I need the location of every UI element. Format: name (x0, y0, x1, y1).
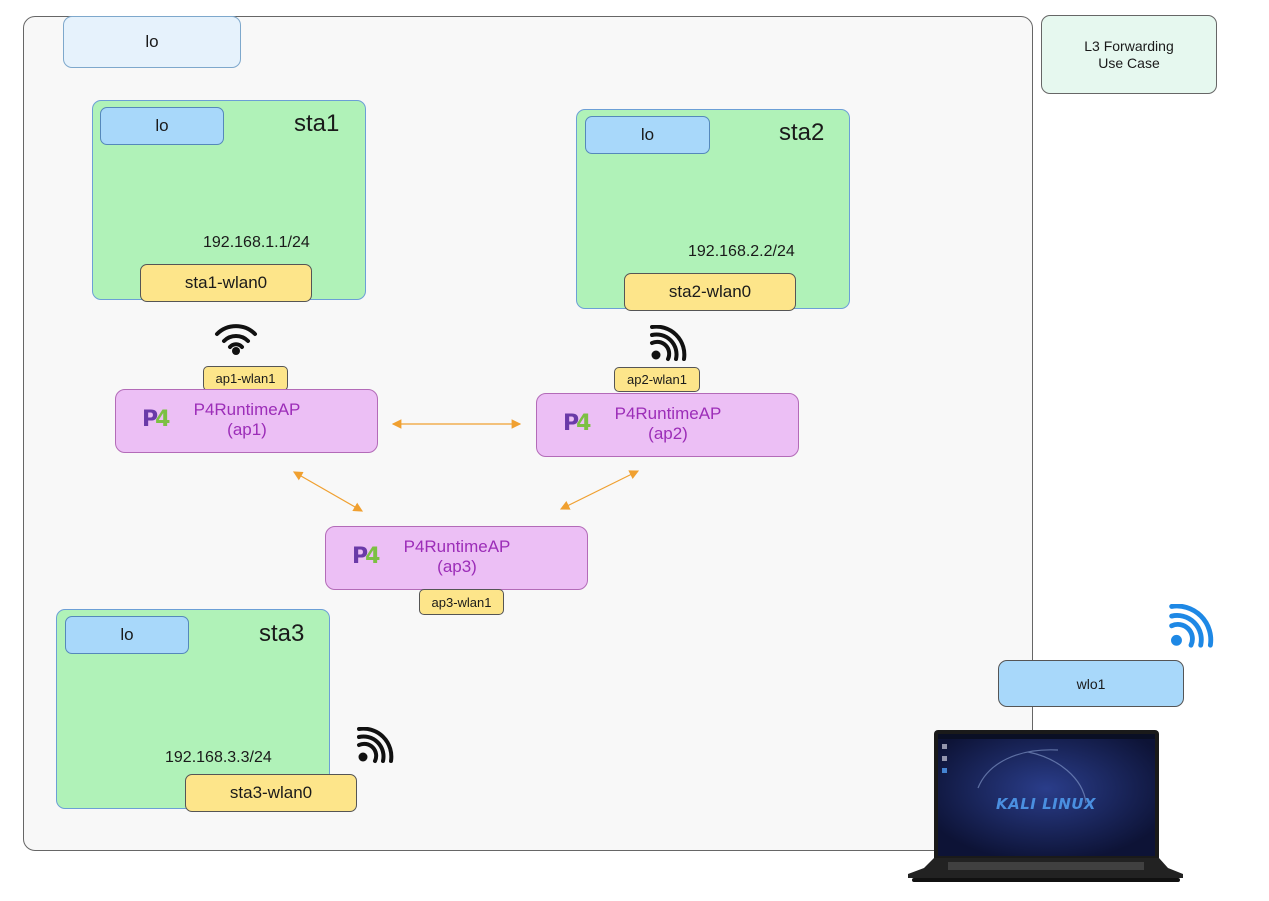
ap3-wlan1-interface: ap3-wlan1 (419, 589, 504, 615)
broadcast-icon-ap2 (650, 325, 687, 361)
ap1-title: P4RuntimeAP (193, 400, 301, 419)
use-case-line1: L3 Forwarding (1084, 37, 1174, 54)
use-case-label-box: L3 Forwarding Use Case (1041, 15, 1217, 94)
sta2-lo-interface: lo (585, 116, 710, 154)
sta1-name: sta1 (294, 110, 340, 137)
host-broadcast-icon (1169, 604, 1214, 648)
ap3-id: (ap3) (437, 557, 477, 576)
sta1-wlan0-interface: sta1-wlan0 (140, 264, 312, 302)
sta2-ip: 192.168.2.2/24 (688, 243, 795, 260)
sta2-name: sta2 (779, 119, 825, 146)
sta2-wlan0-interface: sta2-wlan0 (624, 273, 796, 311)
sta1-lo-interface: lo (100, 107, 224, 145)
outer-lo-interface: lo (63, 16, 241, 68)
sta3-name: sta3 (259, 620, 305, 647)
ap2-wlan1-interface: ap2-wlan1 (614, 367, 700, 392)
ap2-title: P4RuntimeAP (614, 404, 722, 423)
ap2-node: P4 P4RuntimeAP (ap2) (536, 393, 799, 457)
link-ap2-ap3 (559, 470, 640, 510)
wlo1-label: wlo1 (1076, 675, 1106, 692)
p4-logo-icon: P4 (142, 407, 171, 432)
ap1-node: P4 P4RuntimeAP (ap1) (115, 389, 378, 453)
sta3-lo-label: lo (120, 625, 134, 644)
ap2-id: (ap2) (648, 424, 688, 443)
ap3-title: P4RuntimeAP (403, 537, 511, 556)
outer-lo-label: lo (145, 32, 159, 51)
kali-laptop: KALI LINUX (908, 728, 1184, 884)
ap1-wlan1-interface: ap1-wlan1 (203, 366, 288, 391)
ap3-wlan1-label: ap3-wlan1 (431, 594, 492, 610)
link-ap1-ap3 (292, 471, 364, 512)
ap2-wlan1-label: ap2-wlan1 (627, 372, 687, 387)
sta3-lo-interface: lo (65, 616, 189, 654)
sta3-ip: 192.168.3.3/24 (165, 749, 272, 766)
sta3-wlan0-label: sta3-wlan0 (229, 783, 313, 802)
sta2-wlan0-label: sta2-wlan0 (668, 282, 752, 301)
ap1-id: (ap1) (227, 420, 267, 439)
sta1-wlan0-label: sta1-wlan0 (184, 273, 268, 292)
kali-os-label: KALI LINUX (995, 795, 1097, 813)
wlo1-interface: wlo1 (998, 660, 1184, 707)
broadcast-icon-sta3 (357, 727, 394, 763)
ap3-node: P4 P4RuntimeAP (ap3) (325, 526, 588, 590)
use-case-line2: Use Case (1098, 54, 1160, 71)
sta1-ip: 192.168.1.1/24 (203, 234, 310, 251)
wifi-icon (215, 324, 257, 355)
p4-logo-icon: P4 (563, 411, 592, 436)
sta2-lo-label: lo (640, 125, 655, 144)
p4-logo-icon: P4 (352, 544, 381, 569)
ap1-wlan1-label: ap1-wlan1 (215, 371, 276, 386)
sta1-lo-label: lo (155, 116, 169, 135)
laptop-icon (908, 730, 1183, 882)
sta3-wlan0-interface: sta3-wlan0 (185, 774, 357, 812)
